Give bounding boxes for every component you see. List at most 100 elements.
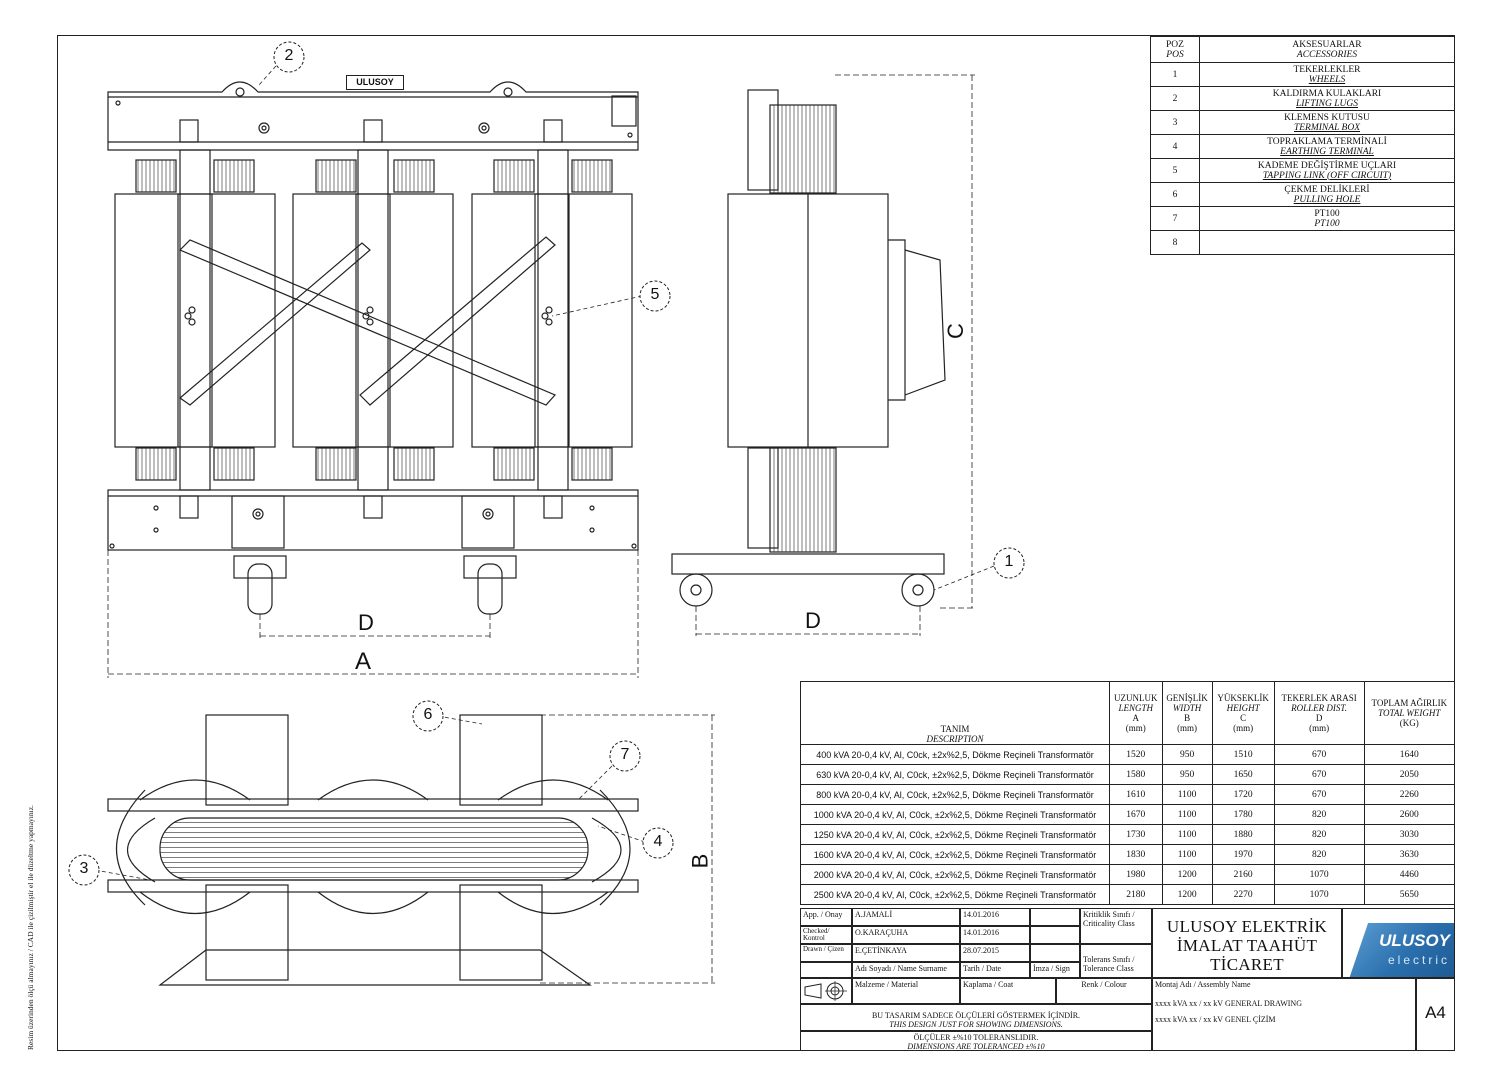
dims-hdr-col-tr: UZUNLUK	[1114, 693, 1158, 703]
row-b: 950	[1161, 764, 1213, 785]
row-d: 1070	[1273, 884, 1365, 905]
assembly-en: xxxx kVA xx / xx kV GENERAL DRAWING	[1155, 999, 1302, 1008]
dims-hdr-col-en: LENGTH	[1118, 703, 1153, 713]
company-name: ULUSOY ELEKTRİK İMALAT TAAHÜT TİCARET	[1152, 908, 1342, 978]
assembly-name: Montaj Adı / Assembly Name xxxx kVA xx /…	[1152, 978, 1416, 1051]
acc-row-tr: TEKERLEKLER	[1293, 64, 1361, 75]
row-c: 1720	[1211, 784, 1275, 805]
dims-hdr-col-unit: (mm)	[1309, 723, 1330, 733]
dims-hdr-col-unit: (mm)	[1177, 723, 1198, 733]
row-w: 2600	[1363, 804, 1456, 825]
dims-hdr-col-tr: GENİŞLİK	[1166, 693, 1208, 703]
dims-hdr-desc-tr: TANIM	[940, 724, 970, 734]
assembly-tr: xxxx kVA xx / xx kV GENEL ÇİZİM	[1155, 1015, 1276, 1024]
dims-hdr-col-en: HEIGHT	[1226, 703, 1260, 713]
app-sign	[1030, 908, 1080, 926]
checked-label: Checked/ Kontrol	[800, 926, 852, 944]
acc-row-n: 8	[1150, 230, 1200, 255]
dims-hdr-col-en: TOTAL WEIGHT	[1378, 708, 1441, 718]
acc-row-tr: KALDIRMA KULAKLARI	[1272, 88, 1382, 99]
row-desc: 2500 kVA 20-0,4 kV, Al, C0ck, ±2x%2,5, D…	[800, 884, 1110, 905]
company-line-3: TİCARET	[1210, 955, 1284, 974]
sign-header: İmza / Sign	[1030, 962, 1080, 978]
dims-hdr-col-en: WIDTH	[1172, 703, 1202, 713]
row-b: 950	[1161, 744, 1213, 765]
dim-label-d-front: D	[358, 610, 374, 635]
row-c: 2160	[1211, 864, 1275, 885]
drawn-sign	[1030, 944, 1080, 962]
acc-hdr-pos: POS	[1166, 49, 1184, 60]
acc-row-en: PULLING HOLE	[1293, 194, 1361, 205]
drawing-sheet	[57, 35, 1455, 1051]
row-w: 3630	[1363, 844, 1456, 865]
company-line-1: ULUSOY ELEKTRİK	[1166, 917, 1328, 936]
row-d: 670	[1273, 764, 1365, 785]
dims-hdr-col-unit: (mm)	[1125, 723, 1146, 733]
balloon-3: 3	[79, 860, 89, 877]
balloon-5: 5	[650, 286, 660, 303]
table-row: 400 kVA 20-0,4 kV, Al, C0ck, ±2x%2,5, Dö…	[800, 744, 1456, 765]
checked-sign	[1030, 926, 1080, 944]
balloon-2: 2	[284, 47, 294, 64]
acc-row: 8	[1150, 230, 1455, 255]
balloon-4: 4	[653, 833, 663, 850]
coat-label: Kaplama / Coat	[960, 978, 1056, 1004]
note-dimensions-only: BU TASARIM SADECE ÖLÇÜLERİ GÖSTERMEK İÇİ…	[800, 1004, 1152, 1031]
acc-row-en: LIFTING LUGS	[1295, 98, 1359, 109]
brand-plate: ULUSOY	[346, 75, 404, 90]
note1-tr: BU TASARIM SADECE ÖLÇÜLERİ GÖSTERMEK İÇİ…	[871, 1011, 1081, 1020]
table-row: 2000 kVA 20-0,4 kV, Al, C0ck, ±2x%2,5, D…	[800, 864, 1456, 885]
row-c: 1970	[1211, 844, 1275, 865]
row-d: 820	[1273, 844, 1365, 865]
tolerance-class: Tolerans Sınıfı / Tolerance Class	[1080, 944, 1152, 978]
table-row: 2500 kVA 20-0,4 kV, Al, C0ck, ±2x%2,5, D…	[800, 884, 1456, 905]
row-a: 1520	[1109, 744, 1163, 765]
dims-hdr-col-tr: TOPLAM AĞIRLIK	[1371, 698, 1448, 708]
row-a: 2180	[1109, 884, 1163, 905]
dims-hdr-col-sym: C	[1240, 713, 1247, 723]
app-label: App. / Onay	[800, 908, 852, 926]
row-b: 1100	[1161, 844, 1213, 865]
row-w: 5650	[1363, 884, 1456, 905]
acc-hdr-en: ACCESSORIES	[1296, 49, 1358, 60]
table-row: 1000 kVA 20-0,4 kV, Al, C0ck, ±2x%2,5, D…	[800, 804, 1456, 825]
row-c: 1650	[1211, 764, 1275, 785]
row-w: 1640	[1363, 744, 1456, 765]
row-w: 4460	[1363, 864, 1456, 885]
drawn-name: E.ÇETİNKAYA	[852, 944, 960, 962]
row-a: 1830	[1109, 844, 1163, 865]
acc-row-en: WHEELS	[1308, 74, 1346, 85]
row-a: 1670	[1109, 804, 1163, 825]
acc-row-n: 5	[1150, 158, 1200, 183]
logo-main-text: ULUSOY	[1379, 931, 1450, 950]
row-desc: 2000 kVA 20-0,4 kV, Al, C0ck, ±2x%2,5, D…	[800, 864, 1110, 885]
row-desc: 1250 kVA 20-0,4 kV, Al, C0ck, ±2x%2,5, D…	[800, 824, 1110, 845]
acc-row-tr: KADEME DEĞİŞTİRME UÇLARI	[1257, 160, 1397, 171]
row-b: 1100	[1161, 804, 1213, 825]
name-header: Adı Soyadı / Name Surname	[852, 962, 960, 978]
sheet-size: A4	[1416, 978, 1455, 1051]
dims-hdr-col-unit: (mm)	[1233, 723, 1254, 733]
material-label: Malzeme / Material	[852, 978, 960, 1004]
acc-row-tr: TOPRAKLAMA TERMİNALİ	[1267, 136, 1387, 147]
note1-en: THIS DESIGN JUST FOR SHOWING DIMENSIONS.	[889, 1020, 1063, 1029]
dim-label-d-side: D	[805, 608, 821, 633]
row-w: 3030	[1363, 824, 1456, 845]
row-d: 1070	[1273, 864, 1365, 885]
row-d: 820	[1273, 824, 1365, 845]
drawn-label: Drawn / Çizen	[800, 944, 852, 962]
colour-label: Renk / Colour	[1056, 978, 1152, 1004]
table-row: 630 kVA 20-0,4 kV, Al, C0ck, ±2x%2,5, Dö…	[800, 764, 1456, 785]
dim-label-b: B	[687, 853, 713, 869]
blank-label	[800, 962, 852, 978]
row-desc: 400 kVA 20-0,4 kV, Al, C0ck, ±2x%2,5, Dö…	[800, 744, 1110, 765]
acc-row-tr: PT100	[1314, 208, 1340, 219]
